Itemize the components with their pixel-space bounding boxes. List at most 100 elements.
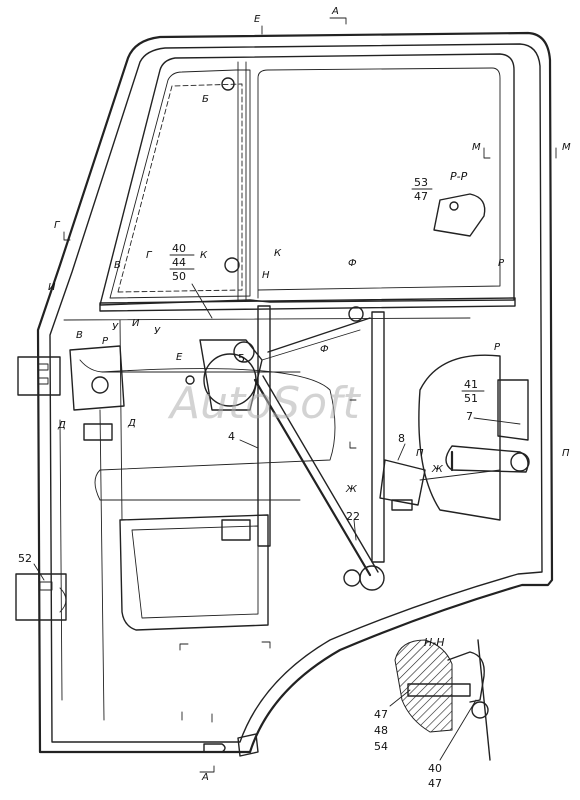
hinge-upper-slot-1 (37, 363, 49, 371)
section-nn-seal (394, 639, 453, 733)
hinge-upper-slot-2 (37, 377, 49, 385)
mark-e-mid: Е (176, 352, 183, 363)
callout-40b: 40 (428, 762, 442, 775)
leader-52 (33, 563, 45, 581)
section-nn-leader (439, 699, 477, 761)
door-outer-contour (36, 31, 554, 754)
mark-b: Б (202, 94, 209, 105)
callout-47b: 47 (374, 708, 388, 721)
callout-52: 52 (18, 552, 32, 565)
callout-22: 22 (346, 510, 360, 523)
window-glass (257, 67, 501, 299)
mark-i1: И (48, 282, 56, 293)
vent-pivot-lower (224, 257, 240, 273)
window-frame-outer (99, 53, 515, 306)
callout-44: 44 (172, 256, 186, 269)
regulator-roller-b (343, 569, 361, 587)
mark-u1: У (112, 322, 119, 333)
mark-d2: Д (127, 418, 136, 429)
callout-8: 8 (398, 432, 405, 445)
inner-handle-recess (418, 354, 501, 521)
section-pp-profile (433, 193, 486, 237)
watermark: AutoSoft (167, 378, 361, 429)
regulator-arm-1b (262, 375, 379, 573)
callout-54: 54 (374, 740, 388, 753)
belt-rail (99, 297, 516, 312)
lock-lever (391, 499, 413, 511)
mark-f2: Ф (320, 344, 329, 355)
section-title-nn: Н-Н (424, 636, 445, 649)
hinge-upper (17, 356, 61, 396)
vent-window (109, 69, 251, 299)
mark-g2: Г (146, 250, 153, 261)
section-nn-flange (447, 651, 485, 703)
mark-k2: К (274, 248, 282, 259)
callout-5: 5 (238, 352, 245, 365)
leader-8 (397, 443, 406, 461)
callout-40a: 40 (172, 242, 186, 255)
callout-50: 50 (172, 270, 186, 283)
regulator-pivot-upper (348, 306, 364, 322)
vent-pivot (221, 77, 235, 91)
mark-r2: Р (494, 342, 501, 353)
lower-access-panel-inner (131, 525, 259, 619)
callout-53: 53 (414, 176, 428, 189)
regulator-arm-3 (261, 329, 361, 361)
regulator-hub (233, 341, 255, 363)
regulator-channel (257, 305, 271, 547)
mark-r1: Р (498, 258, 505, 269)
mark-n: Н (262, 270, 270, 281)
hinge-lower-slot (39, 581, 53, 591)
mark-m1: М (472, 142, 481, 153)
section-nn-glass (477, 639, 491, 761)
callout-41: 41 (464, 378, 478, 391)
callout-7: 7 (466, 410, 473, 423)
upper-hinge-bolt (91, 376, 109, 394)
callout-47c: 47 (428, 777, 442, 790)
mark-i2: И (132, 318, 140, 329)
mark-d1: Д (57, 420, 66, 431)
callout-4: 4 (228, 430, 235, 443)
left-rail-c (119, 319, 123, 521)
rear-guide-channel (371, 311, 385, 563)
mark-v2: В (76, 330, 83, 341)
leader-4 (239, 439, 259, 449)
outer-handle (445, 445, 529, 473)
left-rail-b (99, 409, 105, 721)
regulator-pinion (203, 353, 257, 407)
mark-p1: П (416, 448, 424, 459)
mark-m2: М (562, 142, 571, 153)
mark-g1: Г (54, 220, 61, 231)
left-rail-a (59, 419, 63, 701)
inner-panel-line-1 (63, 317, 471, 321)
check-strap (83, 423, 113, 441)
lock-bracket (497, 379, 529, 441)
lock-rod (419, 469, 501, 481)
mark-u2: У (154, 326, 161, 337)
mark-k1: К (200, 250, 208, 261)
regulator-roller-lower (359, 565, 385, 591)
door-inner-contour (49, 43, 543, 743)
bottom-drain (237, 733, 259, 757)
regulator-bracket (199, 339, 263, 411)
mark-v1: В (114, 260, 121, 271)
upper-hinge-plate (69, 345, 125, 411)
section-title-pp: Р-Р (450, 170, 468, 183)
leader-47 (389, 689, 411, 707)
lower-access-panel (119, 514, 269, 631)
mark-p2: П (562, 448, 570, 459)
bottom-vent-slot (203, 743, 226, 753)
leader-22 (353, 519, 357, 541)
section-nn-nut (471, 701, 489, 719)
leader-7 (473, 417, 521, 425)
inner-panel-line-2 (79, 359, 301, 373)
mark-zh1: Ж (345, 484, 358, 495)
panel-clip (221, 519, 251, 541)
regulator-bracket-pin (185, 375, 195, 385)
mark-r3: Р (102, 336, 109, 347)
mark-zh2: Ж (431, 464, 444, 475)
lock-mechanism (379, 459, 426, 506)
regulator-arm-1 (253, 378, 372, 577)
